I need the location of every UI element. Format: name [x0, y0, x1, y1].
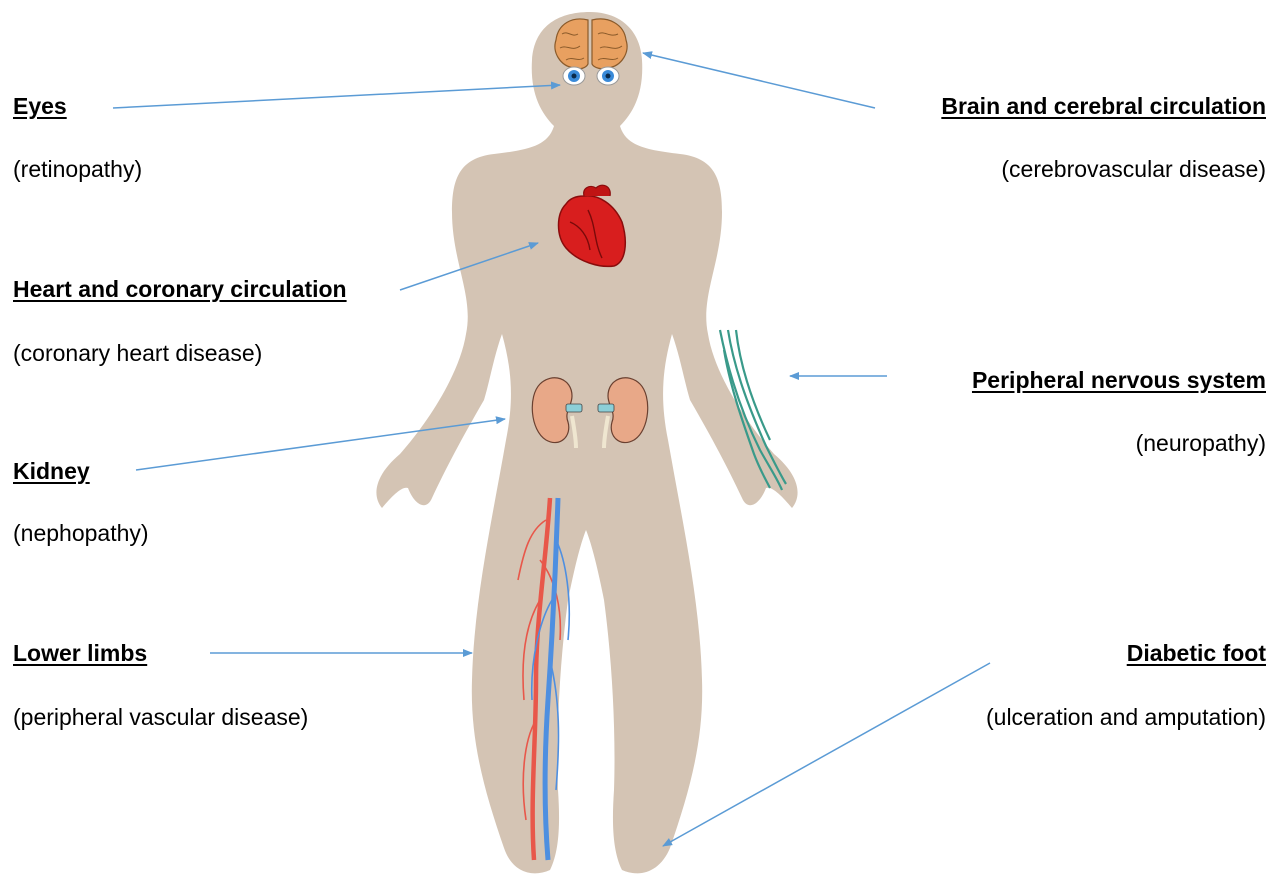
foot-arrow	[663, 663, 990, 846]
heart-subtitle: (coronary heart disease)	[13, 340, 262, 366]
foot-subtitle: (ulceration and amputation)	[986, 704, 1266, 730]
kidney-title: Kidney	[13, 458, 90, 484]
body-silhouette	[376, 12, 797, 873]
lower-limbs-title: Lower limbs	[13, 640, 147, 666]
kidney-subtitle: (nephopathy)	[13, 520, 149, 546]
eyes-title: Eyes	[13, 93, 67, 119]
brain-arrow	[643, 53, 875, 108]
foot-title: Diabetic foot	[1127, 640, 1266, 666]
heart-title: Heart and coronary circulation	[13, 276, 347, 302]
lower-limbs-subtitle: (peripheral vascular disease)	[13, 704, 308, 730]
brain-title: Brain and cerebral circulation	[941, 93, 1266, 119]
brain-subtitle: (cerebrovascular disease)	[1001, 156, 1266, 182]
eyes-arrow	[113, 85, 560, 108]
nerves-subtitle: (neuropathy)	[1136, 430, 1266, 456]
nerves-title: Peripheral nervous system	[972, 367, 1266, 393]
eyes-subtitle: (retinopathy)	[13, 156, 142, 182]
